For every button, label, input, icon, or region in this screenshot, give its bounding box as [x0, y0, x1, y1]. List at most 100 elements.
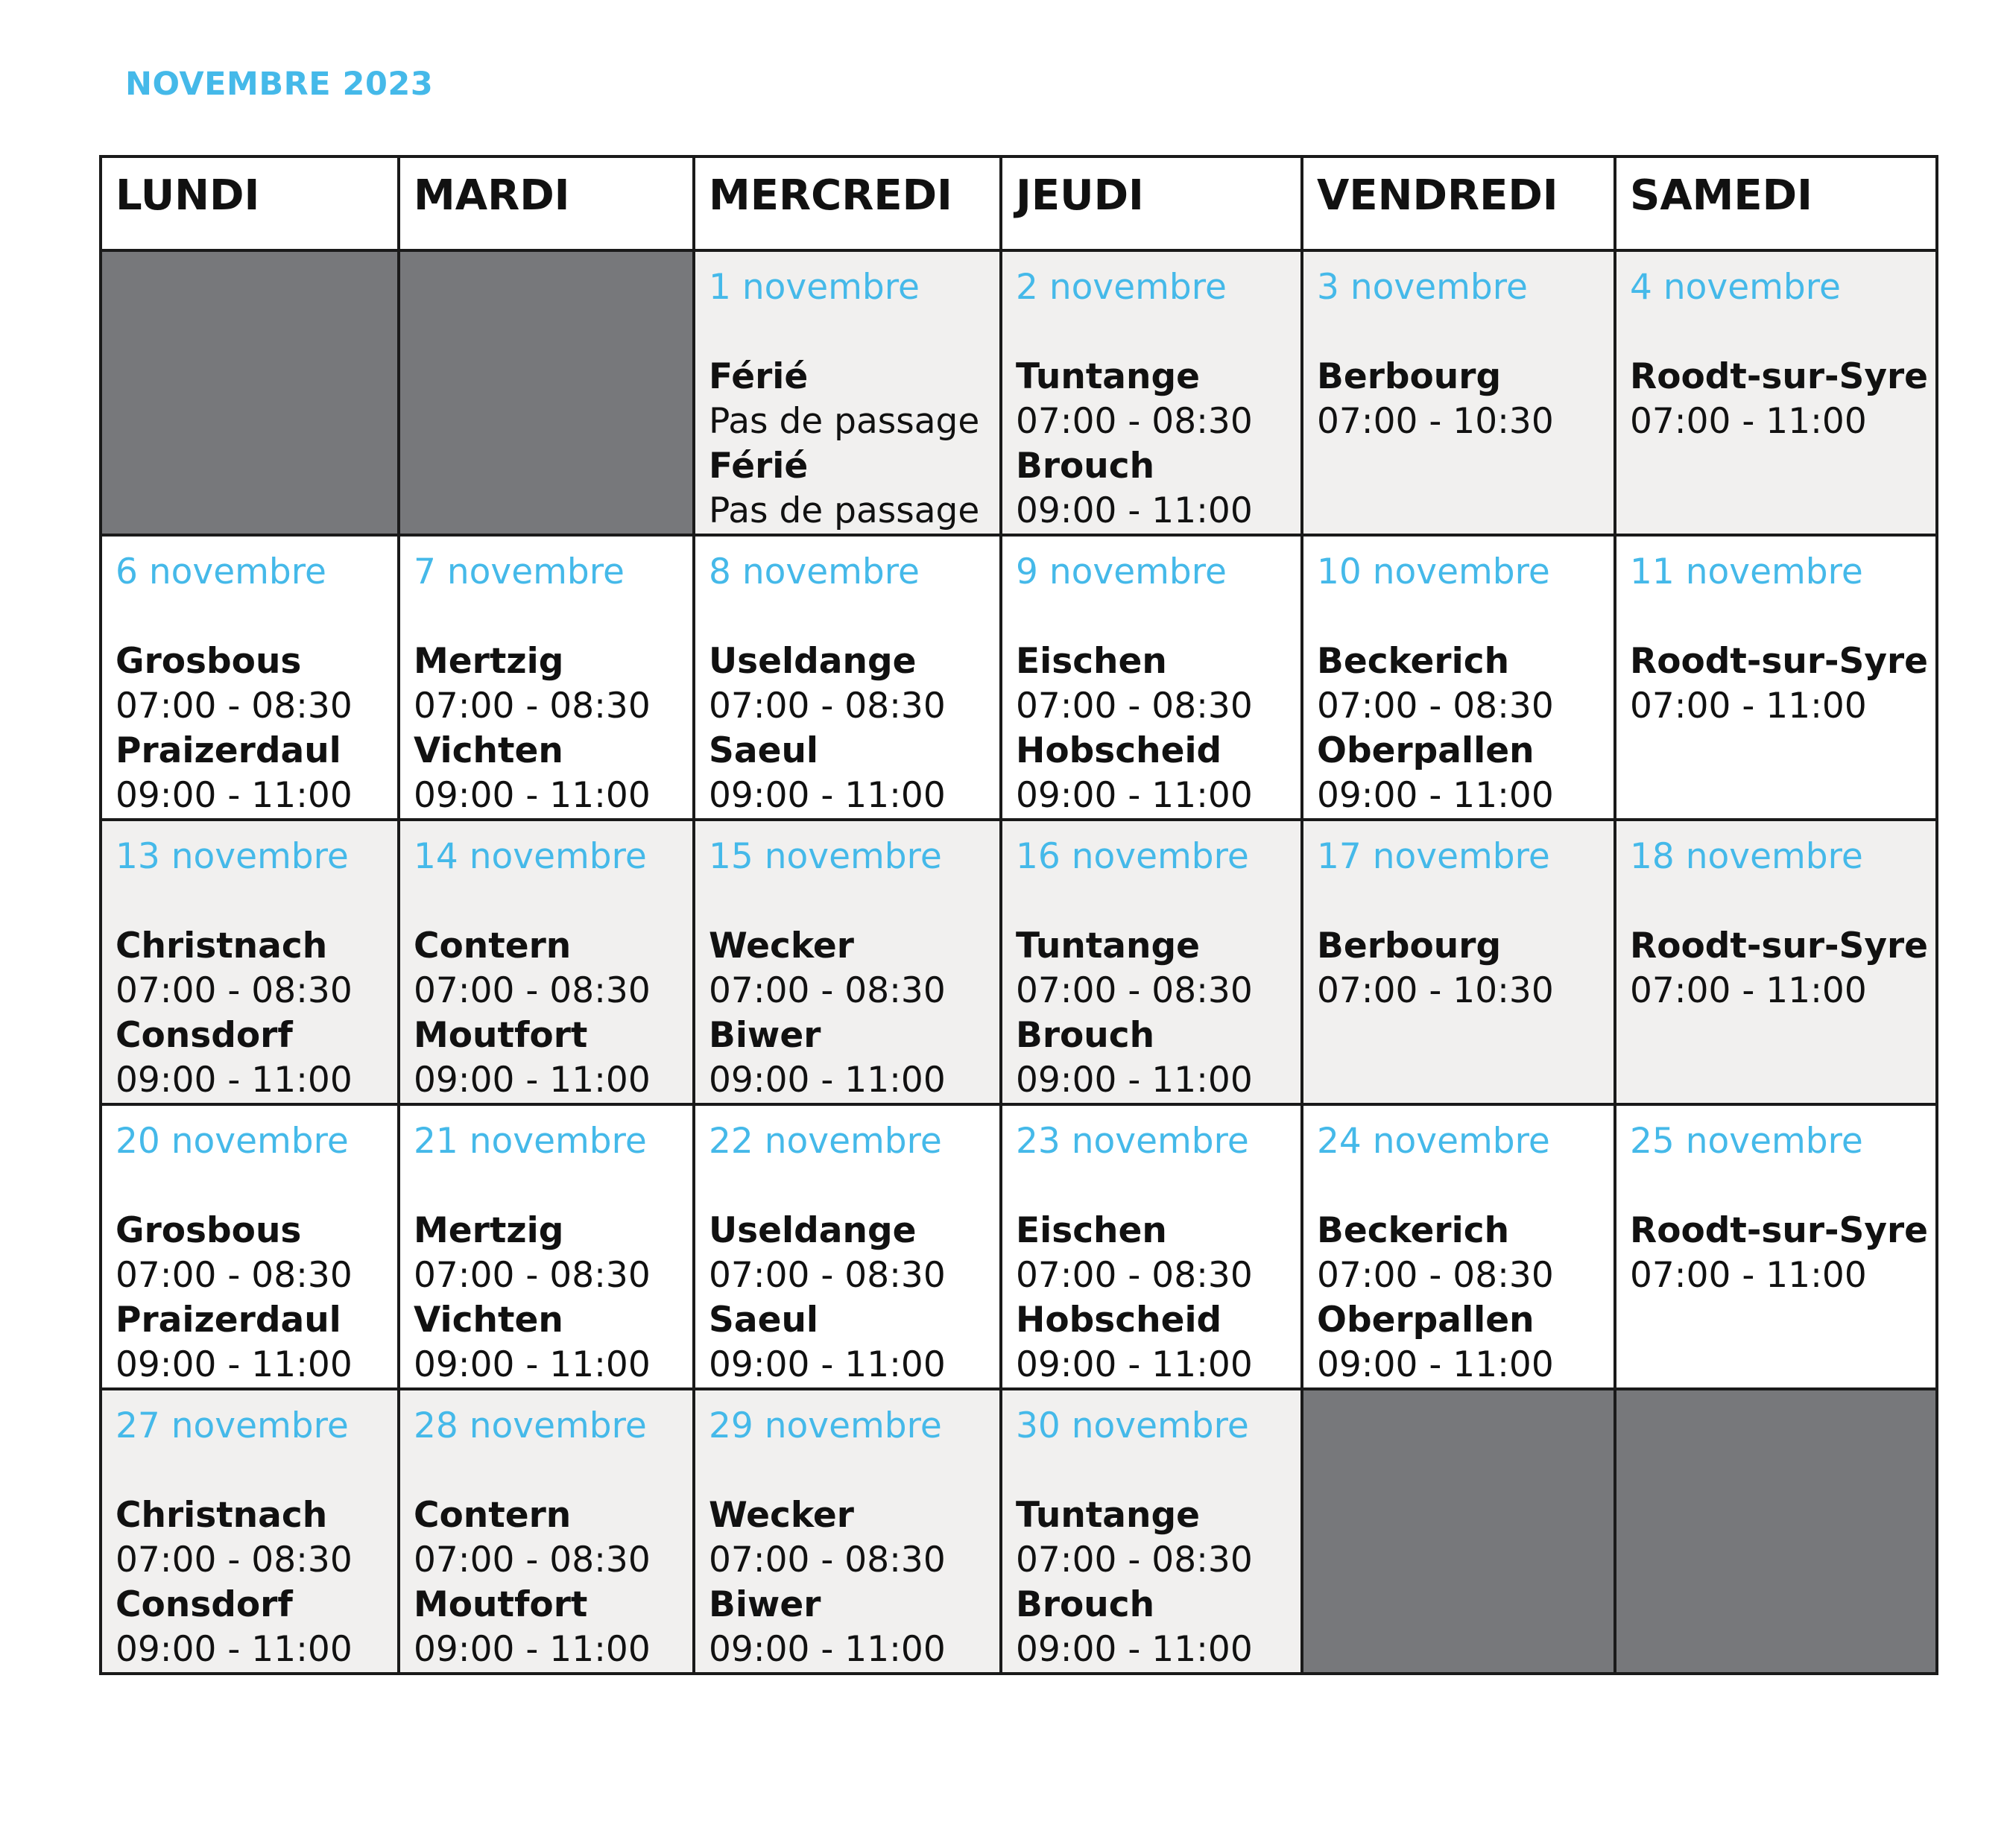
- day-date: 15 novembre: [709, 836, 942, 877]
- day-date: 10 novembre: [1317, 551, 1550, 592]
- event-location: Contern: [414, 925, 572, 966]
- event-time: 07:00 - 11:00: [1630, 1255, 1867, 1296]
- event-location: Brouch: [1016, 1584, 1155, 1625]
- event-location: Grosbous: [116, 641, 302, 682]
- event-time: 09:00 - 11:00: [1016, 490, 1253, 531]
- event-location: Biwer: [709, 1015, 821, 1056]
- event-location: Roodt-sur-Syre: [1630, 356, 1929, 397]
- day-header-jeudi: JEUDI: [999, 155, 1303, 252]
- event-location: Férié: [709, 446, 809, 487]
- event-location: Consdorf: [116, 1584, 293, 1625]
- event-time: 09:00 - 11:00: [116, 775, 353, 816]
- day-date: 29 novembre: [709, 1405, 942, 1446]
- event-location: Useldange: [709, 1210, 917, 1251]
- event-time: 07:00 - 08:30: [709, 1255, 946, 1296]
- day-header-mercredi: MERCREDI: [692, 155, 1002, 252]
- event-location: Consdorf: [116, 1015, 293, 1056]
- empty-day-cell: [1300, 1387, 1616, 1675]
- event-time: 07:00 - 08:30: [1016, 686, 1253, 727]
- event-location: Wecker: [709, 1495, 854, 1536]
- event-time: 09:00 - 11:00: [116, 1060, 353, 1101]
- event-time: 09:00 - 11:00: [116, 1629, 353, 1670]
- event-time: 09:00 - 11:00: [709, 1344, 946, 1385]
- event-location: Beckerich: [1317, 641, 1510, 682]
- event-time: 07:00 - 08:30: [1317, 1255, 1554, 1296]
- day-date: 18 novembre: [1630, 836, 1863, 877]
- event-location: Wecker: [709, 925, 854, 966]
- calendar-table: LUNDI MARDI MERCREDI JEUDI VENDREDI SAME…: [99, 155, 1938, 1675]
- page-title: NOVEMBRE 2023: [125, 66, 434, 103]
- event-time: 07:00 - 11:00: [1630, 970, 1867, 1011]
- event-time: 07:00 - 08:30: [709, 686, 946, 727]
- day-date: 24 novembre: [1317, 1121, 1550, 1162]
- day-date: 4 novembre: [1630, 267, 1841, 308]
- event-location: Moutfort: [414, 1015, 588, 1056]
- day-date: 22 novembre: [709, 1121, 942, 1162]
- event-location: Brouch: [1016, 1015, 1155, 1056]
- day-date: 30 novembre: [1016, 1405, 1249, 1446]
- event-location: Férié: [709, 356, 809, 397]
- event-time: Pas de passage: [709, 401, 980, 442]
- day-header-samedi: SAMEDI: [1613, 155, 1938, 252]
- event-location: Praizerdaul: [116, 730, 341, 771]
- event-time: 07:00 - 08:30: [414, 1540, 651, 1580]
- day-date: 9 novembre: [1016, 551, 1227, 592]
- event-location: Vichten: [414, 730, 563, 771]
- event-time: 09:00 - 11:00: [709, 1629, 946, 1670]
- day-date: 20 novembre: [116, 1121, 349, 1162]
- event-time: 09:00 - 11:00: [116, 1344, 353, 1385]
- event-time: 07:00 - 10:30: [1317, 970, 1554, 1011]
- event-location: Oberpallen: [1317, 1300, 1535, 1341]
- day-date: 14 novembre: [414, 836, 647, 877]
- day-date: 13 novembre: [116, 836, 349, 877]
- event-location: Biwer: [709, 1584, 821, 1625]
- event-time: 07:00 - 11:00: [1630, 401, 1867, 442]
- event-location: Roodt-sur-Syre: [1630, 641, 1929, 682]
- event-time: 07:00 - 08:30: [709, 1540, 946, 1580]
- event-location: Mertzig: [414, 641, 564, 682]
- event-location: Contern: [414, 1495, 572, 1536]
- event-location: Brouch: [1016, 446, 1155, 487]
- event-location: Berbourg: [1317, 356, 1502, 397]
- event-location: Beckerich: [1317, 1210, 1510, 1251]
- event-time: 09:00 - 11:00: [414, 1060, 651, 1101]
- event-time: 09:00 - 11:00: [709, 1060, 946, 1101]
- event-time: 07:00 - 08:30: [1317, 686, 1554, 727]
- event-time: 07:00 - 11:00: [1630, 686, 1867, 727]
- event-time: 09:00 - 11:00: [709, 775, 946, 816]
- event-location: Christnach: [116, 925, 328, 966]
- event-time: 09:00 - 11:00: [414, 1344, 651, 1385]
- event-location: Vichten: [414, 1300, 563, 1341]
